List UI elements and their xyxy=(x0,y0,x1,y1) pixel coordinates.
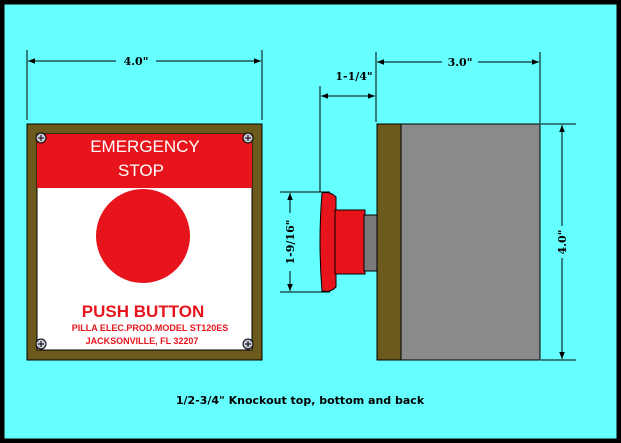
side-height-label-bg xyxy=(555,226,569,258)
phillips-screw-icon xyxy=(35,338,47,350)
side-view: 3.0" 1-1/4" 1-9/16" 4.0" xyxy=(280,52,576,361)
emergency-text: EMERGENCY xyxy=(90,137,200,156)
phillips-screw-icon xyxy=(242,338,254,350)
side-housing-body xyxy=(400,123,541,361)
maker-line-2: JACKSONVILLE, FL 32207 xyxy=(86,336,199,346)
side-button-stem-red xyxy=(334,209,366,275)
push-button-text: PUSH BUTTON xyxy=(82,302,204,321)
side-bezel-edge xyxy=(376,123,402,361)
phillips-screw-icon xyxy=(35,132,47,144)
side-button-cap xyxy=(319,192,337,292)
stop-text: STOP xyxy=(118,161,164,180)
maker-line-1: PILLA ELEC.PROD.MODEL ST120ES xyxy=(72,323,229,333)
side-depth-label-bg xyxy=(442,55,478,68)
side-depth-label: 3.0" xyxy=(448,56,473,69)
button-depth-label: 1-1/4" xyxy=(335,70,372,83)
front-panel-red-header xyxy=(37,134,252,188)
phillips-screw-icon xyxy=(242,132,254,144)
front-view: 4.0" EMERGENCY STOP PUSH BUTTON PILLA EL… xyxy=(26,50,263,361)
red-push-button-face xyxy=(96,189,190,283)
button-diameter-label: 1-9/16" xyxy=(284,220,297,265)
side-button-stem-gray xyxy=(363,214,379,272)
button-diameter-label-bg xyxy=(282,213,298,271)
knockout-caption: 1/2-3/4" Knockout top, bottom and back xyxy=(176,394,425,407)
side-height-label: 4.0" xyxy=(556,230,569,255)
front-width-label: 4.0" xyxy=(124,55,149,68)
front-width-label-bg xyxy=(116,54,156,67)
